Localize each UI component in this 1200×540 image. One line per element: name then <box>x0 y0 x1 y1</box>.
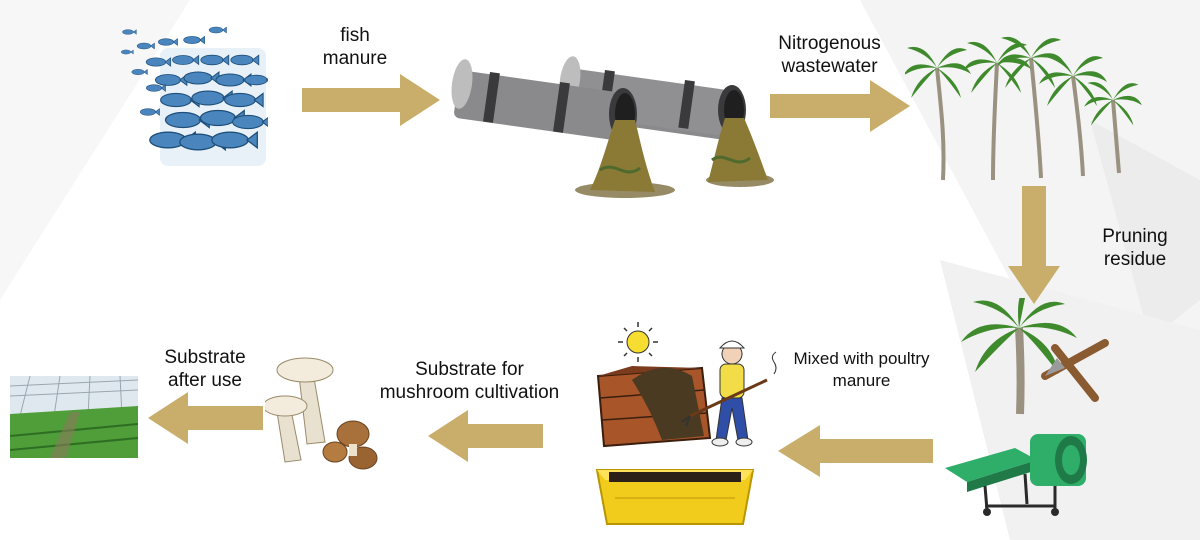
palm-pruner-icon <box>961 298 1109 415</box>
arrow-fish-to-pipes <box>302 74 440 126</box>
composting-farmer-icon <box>596 322 777 448</box>
arrow-pipes-to-palms <box>770 80 910 132</box>
arrow-compost-to-mushrooms <box>428 410 543 462</box>
compost-tray-icon <box>595 469 755 525</box>
greenhouse-icon <box>10 376 138 458</box>
arrow-mushrooms-to-greenhouse <box>148 392 263 444</box>
arrow-shredder-to-compost <box>778 425 933 477</box>
fish-school-icon <box>120 26 268 166</box>
arrow-palms-to-pruning <box>1008 186 1060 304</box>
shredder-icon <box>945 434 1087 516</box>
pipes-icon <box>451 56 774 198</box>
palm-trees-icon <box>905 36 1142 181</box>
mushrooms-icon <box>265 357 378 470</box>
